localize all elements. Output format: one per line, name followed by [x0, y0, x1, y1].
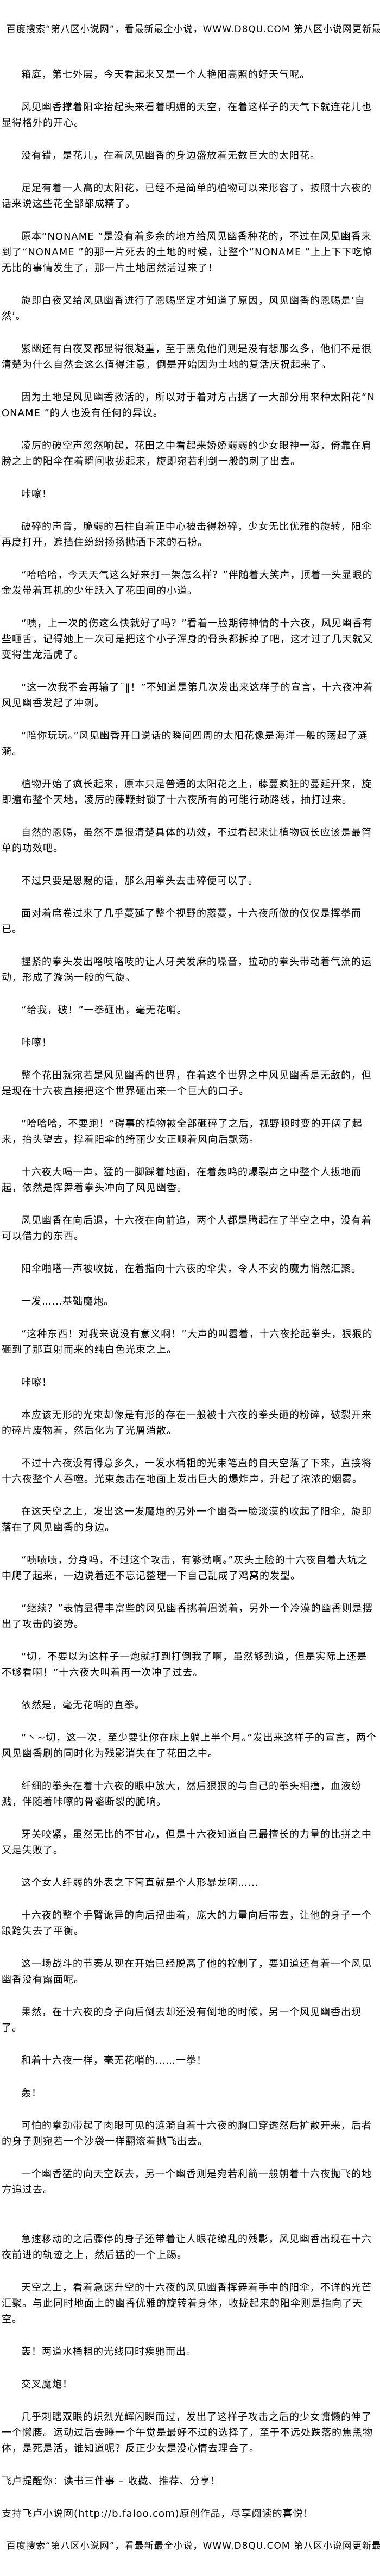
story-paragraph: 天空之上，看着急速升空的十六夜的风见幽香挥舞着手中的阳伞，不详的光芒汇聚。与此同…: [2, 2282, 372, 2325]
story-paragraph: “丶~切，这一次，至少要让你在床上躺上半个月。”发出来这样子的宣言，两个风见幽香…: [2, 1732, 377, 1759]
story-paragraph: 风见幽香在向后退，十六夜在向前追，两个人都是腾起在了半空之中，没有着可以借力的东…: [2, 1215, 372, 1242]
story-paragraph: 紫幽还有白夜叉都显得很凝重，至于黑兔他们则是没有想那么多，他们不是很清楚为什么自…: [2, 343, 372, 371]
story-paragraph: “啧，上一次的伤这么快就好了吗？”看着一脸期待神情的十六夜，风见幽香有些咂舌，记…: [2, 618, 373, 661]
story-paragraph: 急速移动的之后骤停的身子还带着让人眼花缭乱的残影，风见幽香出现在十六夜前进的轨迹…: [2, 2234, 372, 2261]
story-paragraph: 这个女人纤弱的外表之下简直就是个人形暴龙啊……: [21, 1877, 258, 1889]
story-paragraph: 风见幽香撑着阳伞抬起头来看着明媚的天空，在着这样子的天气下就连花儿也显得格外的开…: [2, 102, 372, 129]
site-banner-bottom: 百度搜索“第八区小说网”，看最新最全小说，WWW.D8QU.COM 第八区小说网…: [7, 2541, 380, 2552]
story-paragraph: 果然，在十六夜的身子向后倒去却还没有倒地的时候，另一个风见幽香出现了。: [2, 2007, 362, 2034]
story-paragraph: 十六夜大喝一声，猛的一脚踩着地面，在着轰鸣的爆裂声之中整个人拔地而起，依然是挥舞…: [2, 1167, 362, 1194]
site-banner-top: 百度搜索“第八区小说网”，看最新最全小说，WWW.D8QU.COM 第八区小说网…: [7, 24, 380, 35]
story-paragraph: “这一次我不会再输了¨‖！”不知道是第几次发出来这样子的宣言，十六夜冲着风见幽香…: [2, 682, 373, 709]
story-paragraph: “这种东西！对我来说没有意义啊！”大声的叫嚣着，十六夜抡起拳头，狠狠的砸到了那直…: [2, 1328, 373, 1356]
story-paragraph: 破碎的声音，脆弱的石柱自着正中心被击得粉碎，少女无比优雅的旋转，阳伞再度打开，遮…: [2, 521, 372, 548]
story-paragraph: “啧啧啧，分身吗，不过这个攻击，有够劲啊。”灰头土脸的十六夜自着大坑之中爬了起来…: [2, 1555, 368, 1582]
story-paragraph: 旋即白夜叉给风见幽香进行了恩赐坚定才知道了原因，风见幽香的恩赐是‘自然’。: [2, 295, 365, 322]
footer-support: 支持飞卢小说网(http://b.faloo.com)原创作品，尽享阅读的喜悦！: [2, 2508, 314, 2519]
story-paragraph: 纤细的拳头在着十六夜的眼中放大，然后狠狠的与自己的拳头相撞，血液纷溅，伴随着咔嚓…: [2, 1781, 362, 1808]
story-paragraph: 整个花田就宛若是风见幽香的世界，在着这个世界之中风见幽香是无敌的，但是现在十六夜…: [2, 1070, 372, 1097]
story-paragraph: 这一场战斗的节奏从现在开始已经脱离了他的控制了，要知道还有着一个风见幽香没有露面…: [2, 1958, 372, 1985]
story-paragraph: 因为土地是风见幽香救活的，所以对于着对方占据了一大部分用来种太阳花“NONAME…: [2, 392, 375, 419]
story-paragraph: 牙关咬紧，虽然无比的不甘心，但是十六夜知道自己最擅长的力量的比拼之中又是失败了。: [2, 1829, 372, 1856]
story-paragraph: 面对着席卷过来了几乎蔓延了整个视野的藤蔓，十六夜所做的仅仅是挥拳而已。: [2, 908, 362, 935]
story-paragraph: “切，不要以为这样子一炮就打到打倒我了啊，虽然够劲道，但是实际上还是不够看啊！”…: [2, 1651, 368, 1678]
story-paragraph: 可怕的拳劲带起了肉眼可见的涟漪自着十六夜的胸口穿透然后扩散开来，后者的身子则宛若…: [2, 2120, 372, 2147]
story-paragraph: 捏紧的拳头发出咯吱咯吱的让人牙关发麻的噪音，拉动的拳头带动着气流的运动，形成了漩…: [2, 956, 372, 983]
story-paragraph: 轰！两道水桶粗的光线同时疾驰而出。: [21, 2346, 197, 2358]
story-paragraph: 十六夜的整个手臂诡异的向后扭曲着，庞大的力量向后带去，让他的身子一个踉跄失去了平…: [2, 1910, 372, 1937]
story-paragraph: 不过只要是恩赐的话，那么用拳头去击碎便可以了。: [21, 875, 258, 887]
story-paragraph: 咔嚓！: [21, 1377, 52, 1388]
story-paragraph: “哈哈哈，不要跑！”碍事的植物被全部砸碎了之后，视野顿时变的开阔了起来，抬头望去…: [2, 1118, 363, 1145]
story-paragraph: 咔嚓！: [21, 1037, 52, 1049]
story-paragraph: 阳伞啪嗒一声被收拢，在着指向十六夜的伞尖，令人不安的魔力悄然汇聚。: [21, 1263, 362, 1275]
chapter-body: 箱庭，第七外层，今天看起来又是一个人艳阳高照的好天气呢。风见幽香撑着阳伞抬起头来…: [2, 67, 377, 2456]
story-paragraph: 依然是，毫无花哨的直拳。: [21, 1700, 145, 1711]
story-paragraph: 植物开始了疯长起来，原本只是普通的太阳花之上，藤蔓疯狂的蔓延开来，旋即遍布整个天…: [2, 779, 372, 806]
story-paragraph: 一发……基础魔炮。: [21, 1296, 114, 1307]
story-paragraph: 咔嚓！: [21, 488, 52, 500]
story-paragraph: 本应该无形的光束却像是有形的存在一般被十六夜的拳头砸的粉碎，破裂开来的碎片废物着…: [2, 1409, 372, 1437]
story-paragraph: 自然的恩赐，虽然不是很清楚具体的功效，不过看起来让植物疯长应该是最简单的功效吧。: [2, 827, 372, 854]
story-paragraph: 原本“NONAME ”是没有着多余的地方给风见幽香种花的，不过在风见幽香来到了“…: [2, 231, 373, 274]
story-paragraph: 交叉魔炮！: [21, 2379, 73, 2390]
story-paragraph: “哈哈哈，今天天气这么好来打一架怎么样？”伴随着大笑声，顶着一头显眼的金发带着耳…: [2, 569, 373, 597]
footer-reminder: 飞卢提醒你：读书三件事 – 收藏、推荐、分享！: [2, 2475, 221, 2487]
story-paragraph: 轰！: [21, 2088, 42, 2099]
story-paragraph: 和着十六夜一样，毫无花哨的……一拳！: [21, 2055, 207, 2066]
story-paragraph: 不过十六夜没有得意多久，一发水桶粗的光束笔直的自天空落了下来，直接将十六夜整个人…: [2, 1458, 372, 1485]
story-paragraph: 没有错，是花儿，在着风见幽香的身边盛放着无数巨大的太阳花。: [21, 150, 320, 161]
story-paragraph: 几乎刺瞎双眼的炽烈光辉闪瞬而过，发出了这样子攻击之后的少女慵懒的伸了一个懒腰。运…: [2, 2411, 373, 2454]
story-paragraph: “给我，破！”一拳砸出，毫无花哨。: [21, 1005, 187, 1016]
story-paragraph: “陪你玩玩。”风见幽香开口说话的瞬间四周的太阳花像是海洋一般的荡起了涟漪。: [2, 730, 368, 757]
story-paragraph: 足足有着一人高的太阳花，已经不是简单的植物可以来形容了，按照十六夜的话来说这些花…: [2, 183, 372, 210]
story-paragraph: 在这天空之上，发出这一发魔炮的另外一个幽香一脸淡漠的收起了阳伞，旋即落在了风见幽…: [2, 1506, 372, 1533]
story-paragraph: 凌厉的破空声忽然响起，花田之中看起来娇娇弱弱的少女眼神一凝，倚靠在肩膀之上的阳伞…: [2, 440, 372, 467]
story-paragraph: 一个幽香猛的向天空跃去，另一个幽香则是宛若利箭一般朝着十六夜抛飞的地方追过去。: [2, 2168, 372, 2196]
story-paragraph: “继续？”表情显得丰富些的风见幽香挑着眉说着，另外一个冷漠的幽香则是摆出了攻击的…: [2, 1603, 373, 1630]
story-paragraph: 箱庭，第七外层，今天看起来又是一个人艳阳高照的好天气呢。: [21, 69, 310, 80]
